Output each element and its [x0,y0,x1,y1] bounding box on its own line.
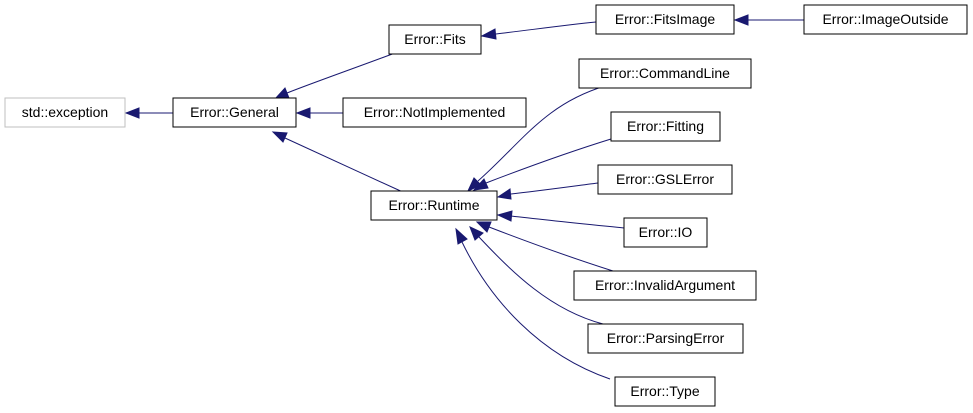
edge-runtime-to-general [271,131,406,194]
class-node-io[interactable]: Error::IO [623,217,708,248]
class-node-label: Error::FitsImage [615,11,716,27]
edge-image-outside-to-fits-image [733,14,804,26]
class-node-label: Error::InvalidArgument [595,277,735,293]
class-node-label: Error::CommandLine [600,65,730,81]
class-node-label: Error::Runtime [388,197,479,213]
edge-io-to-runtime [496,210,625,229]
class-node-std-exception[interactable]: std::exception [4,97,126,128]
edge-fits-image-to-fits [480,21,597,40]
class-node-runtime[interactable]: Error::Runtime [370,190,498,221]
class-node-type[interactable]: Error::Type [614,376,716,407]
class-node-label: Error::ImageOutside [822,11,948,27]
edge-invalid-argument-to-runtime [475,221,614,272]
class-node-gsl-error[interactable]: Error::GSLError [597,164,733,195]
edge-not-implemented-to-general [295,107,343,119]
class-node-invalid-argument[interactable]: Error::InvalidArgument [573,270,757,301]
class-node-label: Error::IO [639,224,693,240]
class-node-command-line[interactable]: Error::CommandLine [578,58,752,89]
class-node-label: Error::Fits [404,31,465,47]
class-node-label: Error::NotImplemented [364,104,506,120]
edge-command-line-to-runtime [466,85,606,193]
edge-type-to-runtime [455,227,611,380]
class-node-fitting[interactable]: Error::Fitting [610,111,721,142]
edge-gsl-error-to-runtime [496,182,599,200]
edges [124,14,804,380]
class-node-image-outside[interactable]: Error::ImageOutside [803,4,968,35]
class-node-fits[interactable]: Error::Fits [388,24,482,55]
class-node-label: Error::Type [630,383,699,399]
class-node-label: std::exception [22,104,108,120]
class-node-label: Error::ParsingError [607,330,725,346]
class-node-general[interactable]: Error::General [172,97,297,128]
edge-parsing-error-to-runtime [469,226,604,325]
class-node-not-implemented[interactable]: Error::NotImplemented [342,97,527,128]
edge-fits-to-general [273,52,396,100]
class-node-fits-image[interactable]: Error::FitsImage [595,4,735,35]
class-node-label: Error::General [190,104,279,120]
edge-general-to-std-exception [124,107,173,119]
class-node-parsing-error[interactable]: Error::ParsingError [587,323,744,354]
class-node-label: Error::Fitting [627,118,704,134]
nodes: std::exception Error::General Error::Fit… [4,4,968,407]
class-node-label: Error::GSLError [616,171,714,187]
edge-fitting-to-runtime [472,138,612,191]
